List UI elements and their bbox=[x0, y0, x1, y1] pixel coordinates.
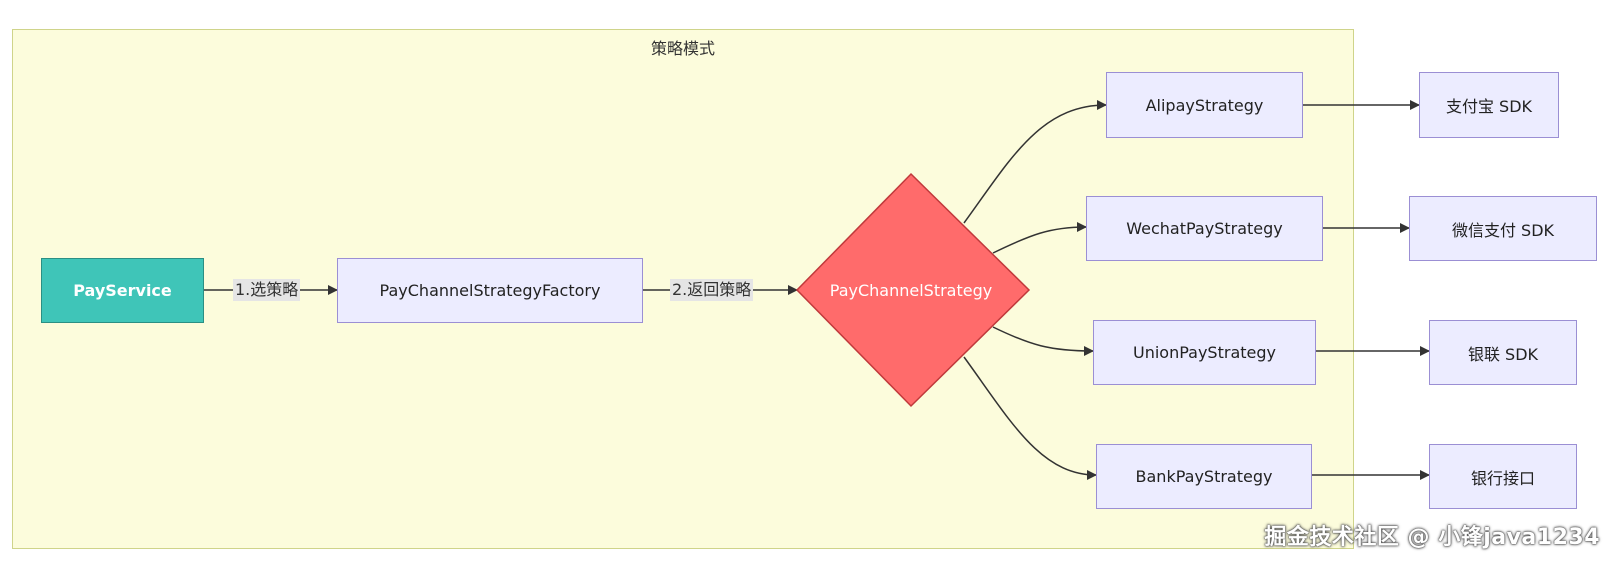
edge-strategy-wechat bbox=[992, 222, 1087, 254]
edge-strategy-union bbox=[992, 326, 1094, 356]
cluster-title: 策略模式 bbox=[650, 39, 715, 58]
wechat-strategy-node: WechatPayStrategy bbox=[1086, 196, 1323, 261]
union-strategy-node: UnionPayStrategy bbox=[1093, 320, 1316, 385]
edge-label-select: 1.选策略 bbox=[233, 279, 301, 301]
bank-api-node: 银行接口 bbox=[1429, 444, 1577, 509]
watermark: 掘金技术社区 @ 小锋java1234 bbox=[1264, 525, 1600, 550]
union-sdk-node: 银联 SDK bbox=[1429, 320, 1577, 385]
wechat-sdk-node: 微信支付 SDK bbox=[1409, 196, 1597, 261]
alipay-sdk-node: 支付宝 SDK bbox=[1419, 72, 1559, 138]
factory-node: PayChannelStrategyFactory bbox=[337, 258, 643, 323]
alipay-strategy-node: AlipayStrategy bbox=[1106, 72, 1303, 138]
payservice-node: PayService bbox=[41, 258, 204, 323]
edge-label-return: 2.返回策略 bbox=[670, 279, 754, 301]
decision-node-shape bbox=[795, 172, 1031, 408]
decision-node-label: PayChannelStrategy bbox=[830, 281, 992, 300]
edge-strategy-bank bbox=[963, 356, 1097, 480]
edge-strategy-alipay bbox=[963, 100, 1107, 224]
bank-strategy-node: BankPayStrategy bbox=[1096, 444, 1312, 509]
